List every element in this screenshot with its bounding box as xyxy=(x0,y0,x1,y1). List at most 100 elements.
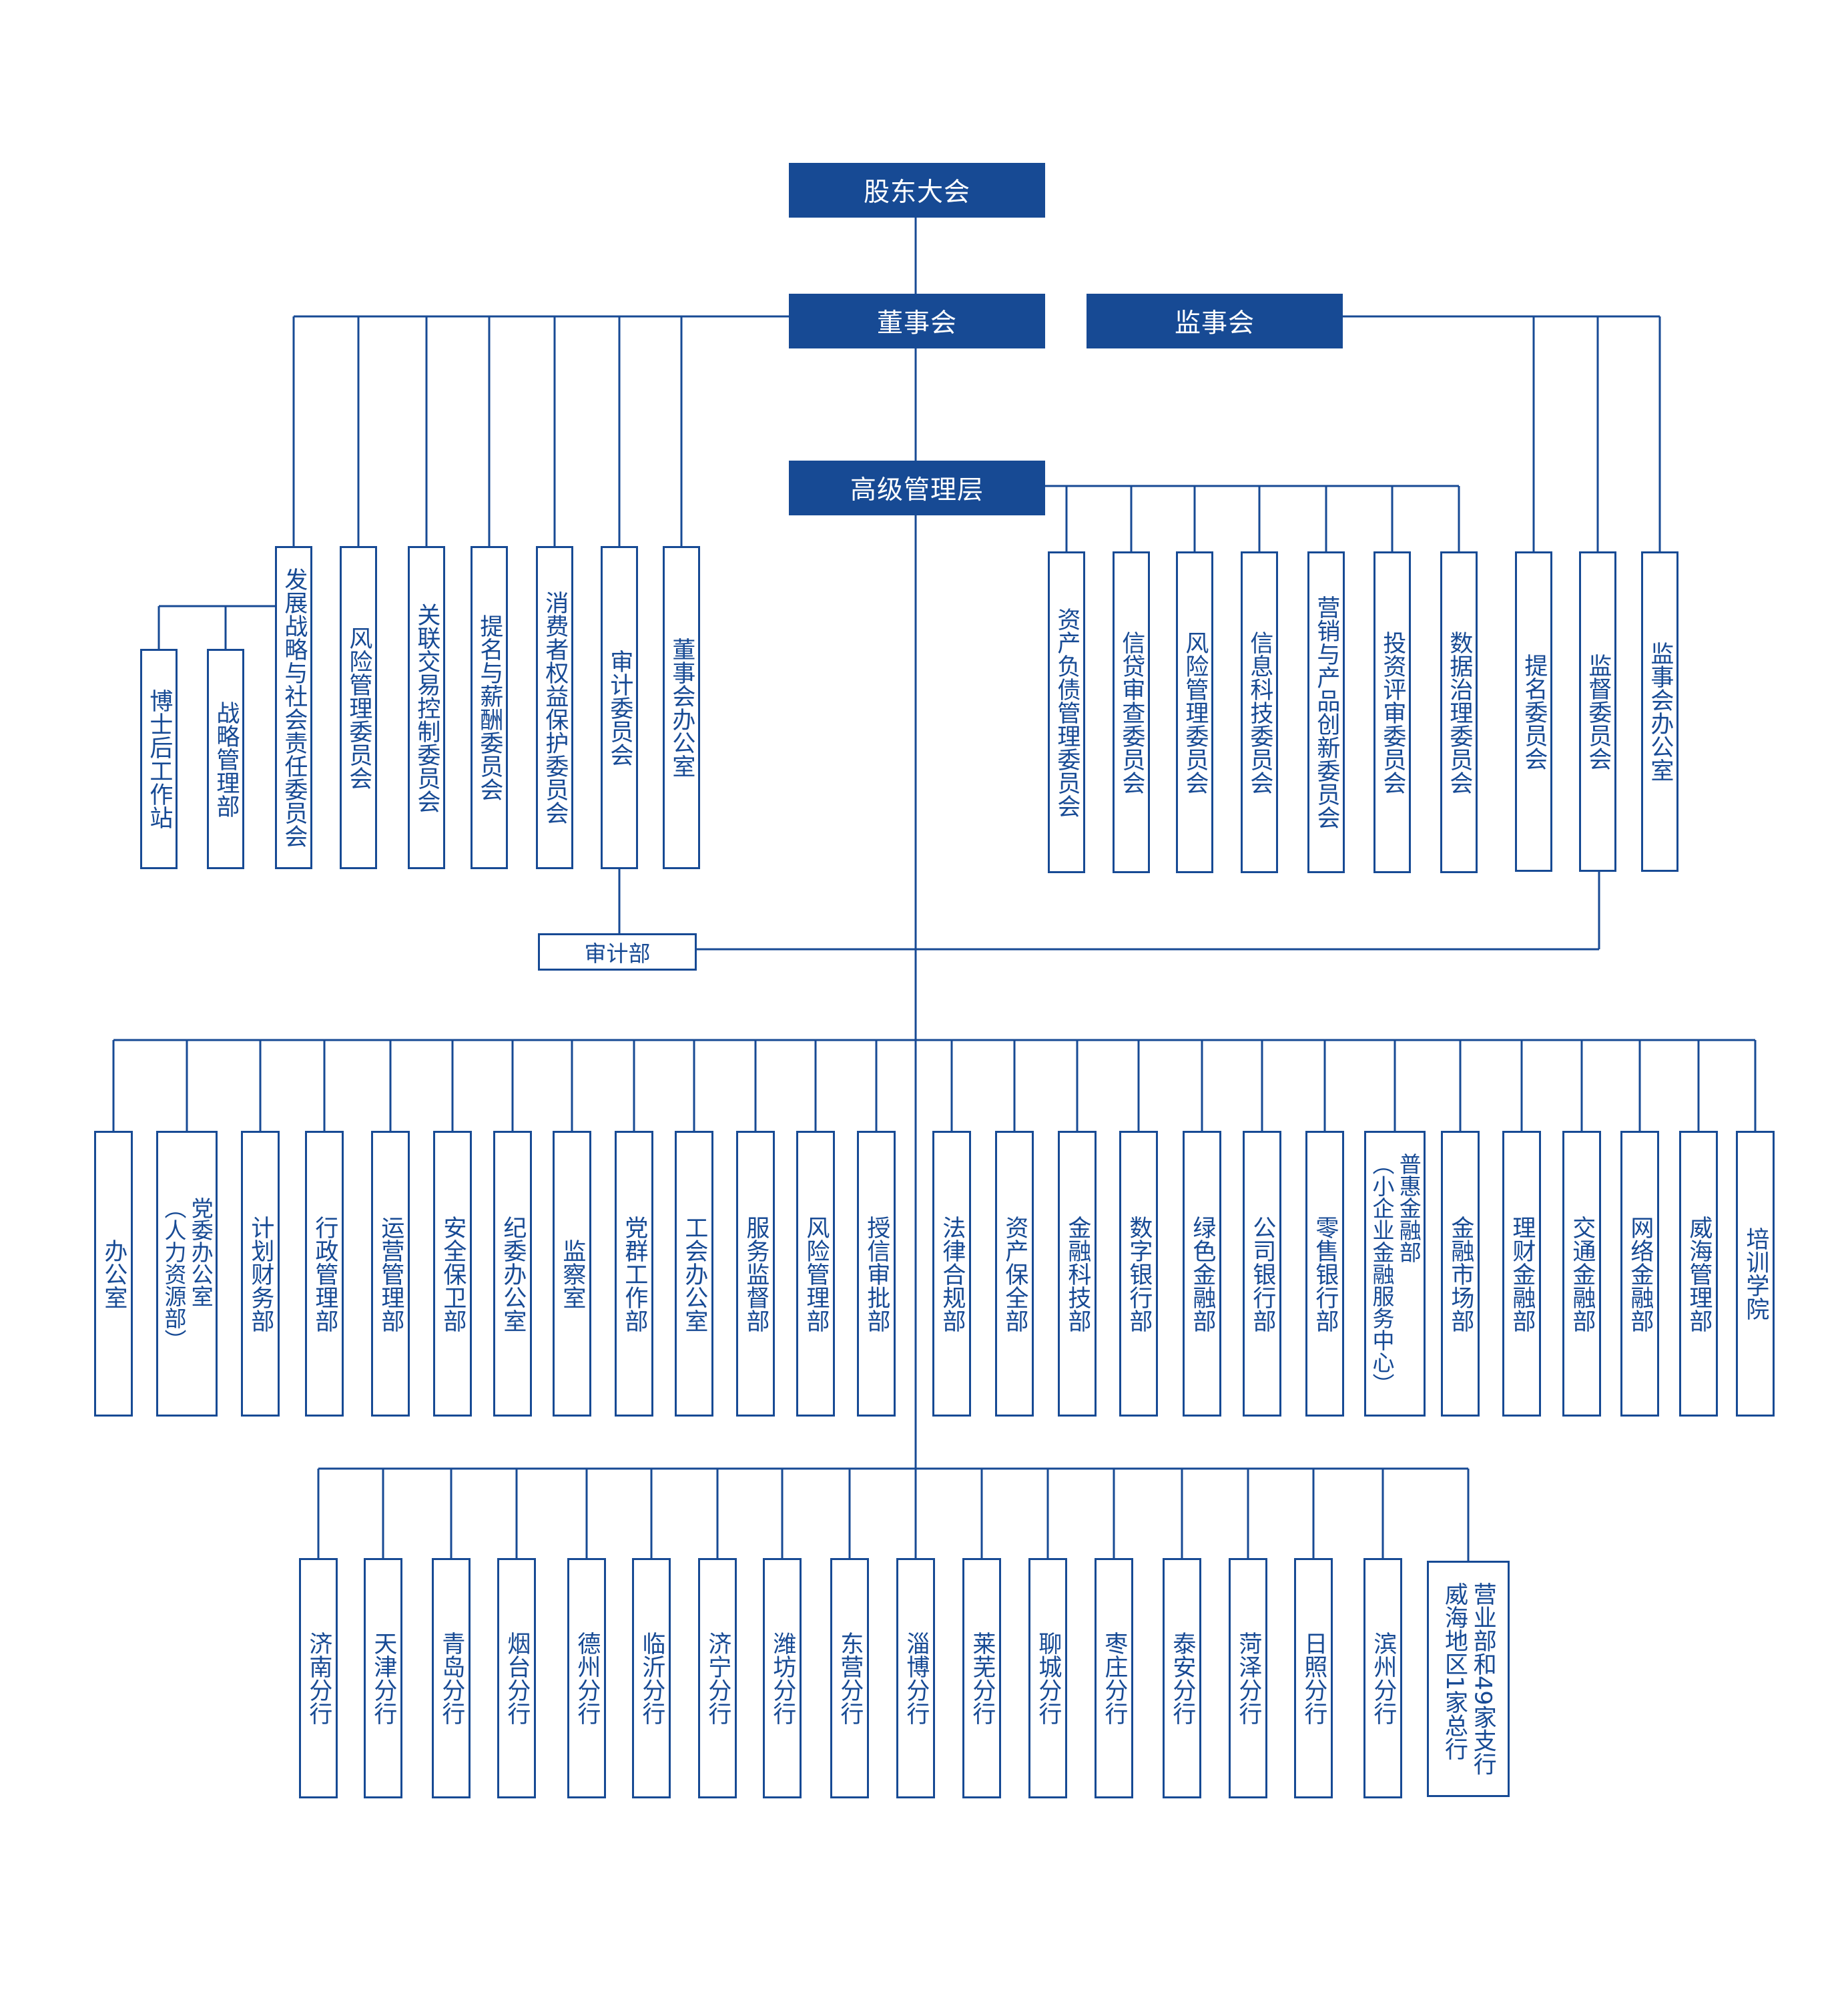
branch-label: 东营分行 xyxy=(836,1631,864,1725)
department-label: 法律合规部 xyxy=(938,1215,966,1332)
branch: 莱芜分行 xyxy=(962,1558,1001,1798)
department-label: 运营管理部 xyxy=(377,1215,404,1332)
department-label: 纪委办公室 xyxy=(499,1215,527,1332)
department: 工会办公室 xyxy=(675,1131,713,1417)
department: 行政管理部 xyxy=(305,1131,344,1417)
supervisory-committee-label: 监督委员会 xyxy=(1584,653,1612,770)
branch-label: 滨州分行 xyxy=(1369,1631,1397,1725)
branch-label: 临沂分行 xyxy=(638,1631,665,1725)
department-label: 威海管理部 xyxy=(1685,1215,1713,1332)
board-committee-label: 董事会办公室 xyxy=(668,638,695,778)
board-of-directors-label: 董事会 xyxy=(876,308,957,338)
department-label: 安全保卫部 xyxy=(439,1215,467,1332)
shareholders-meeting-box: 股东大会 xyxy=(789,163,1045,218)
branch-label: 天津分行 xyxy=(370,1631,397,1725)
department: 绿色金融部 xyxy=(1183,1131,1221,1417)
strategy-subunit-label: 战略管理部 xyxy=(212,700,240,818)
department-label: 普惠金融部 （小企业金融服务中心） xyxy=(1369,1152,1422,1395)
department: 风险管理部 xyxy=(796,1131,835,1417)
board-committee: 提名与薪酬委员会 xyxy=(471,546,508,869)
management-committee-label: 投资评审委员会 xyxy=(1379,630,1406,794)
branch-label: 潍坊分行 xyxy=(769,1631,796,1725)
branch: 天津分行 xyxy=(364,1558,402,1798)
department-label: 金融科技部 xyxy=(1064,1215,1091,1332)
branch-label: 菏泽分行 xyxy=(1235,1631,1262,1725)
branch-label: 日照分行 xyxy=(1300,1631,1327,1725)
department-label: 资产保全部 xyxy=(1001,1215,1028,1332)
branch-label: 营业部和49家支行 威海地区1家总行 xyxy=(1441,1582,1496,1776)
branch-label: 济南分行 xyxy=(305,1631,332,1725)
audit-department-label: 审计部 xyxy=(584,941,651,967)
branch: 菏泽分行 xyxy=(1229,1558,1267,1798)
department-label: 工会办公室 xyxy=(681,1215,708,1332)
management-committee: 信息科技委员会 xyxy=(1241,551,1278,873)
department: 威海管理部 xyxy=(1679,1131,1718,1417)
department-label: 理财金融部 xyxy=(1508,1215,1536,1332)
branch-label: 济宁分行 xyxy=(704,1631,731,1725)
strategy-subunit: 战略管理部 xyxy=(207,649,244,869)
management-committee-label: 营销与产品创新委员会 xyxy=(1313,595,1340,829)
board-committee-label: 风险管理委员会 xyxy=(345,625,372,790)
management-committee-label: 信息科技委员会 xyxy=(1246,630,1273,794)
branch-label: 莱芜分行 xyxy=(968,1631,996,1725)
board-committee: 风险管理委员会 xyxy=(340,546,377,869)
branch: 泰安分行 xyxy=(1163,1558,1201,1798)
branch: 东营分行 xyxy=(830,1558,869,1798)
board-committee: 发展战略与社会责任委员会 xyxy=(275,546,312,869)
department: 零售银行部 xyxy=(1305,1131,1344,1417)
branch: 青岛分行 xyxy=(432,1558,471,1798)
board-committee: 董事会办公室 xyxy=(663,546,700,869)
supervisory-committee-label: 监事会办公室 xyxy=(1646,642,1674,782)
department: 金融市场部 xyxy=(1441,1131,1480,1417)
department-label: 交通金融部 xyxy=(1568,1215,1596,1332)
board-committee: 消费者权益保护委员会 xyxy=(536,546,573,869)
management-committee-label: 信贷审查委员会 xyxy=(1118,630,1145,794)
branch: 潍坊分行 xyxy=(763,1558,802,1798)
board-committee-label: 提名与薪酬委员会 xyxy=(476,614,503,801)
branch: 营业部和49家支行 威海地区1家总行 xyxy=(1427,1561,1510,1797)
department: 党群工作部 xyxy=(615,1131,653,1417)
management-committee-label: 数据治理委员会 xyxy=(1446,630,1473,794)
board-committee-label: 关联交易控制委员会 xyxy=(413,602,440,813)
branch-label: 泰安分行 xyxy=(1169,1631,1196,1725)
department-label: 授信审批部 xyxy=(863,1215,890,1332)
strategy-subunit: 博士后工作站 xyxy=(140,649,178,869)
management-committee: 信贷审查委员会 xyxy=(1113,551,1150,873)
department: 纪委办公室 xyxy=(493,1131,532,1417)
department-label: 数字银行部 xyxy=(1125,1215,1153,1332)
department-label: 办公室 xyxy=(100,1238,127,1309)
branch: 枣庄分行 xyxy=(1095,1558,1133,1798)
department-label: 行政管理部 xyxy=(311,1215,338,1332)
management-committee: 营销与产品创新委员会 xyxy=(1307,551,1345,873)
department: 资产保全部 xyxy=(995,1131,1034,1417)
supervisory-committee-label: 提名委员会 xyxy=(1520,653,1548,770)
board-committee: 审计委员会 xyxy=(601,546,638,869)
department: 金融科技部 xyxy=(1058,1131,1097,1417)
branch: 淄博分行 xyxy=(896,1558,935,1798)
department: 普惠金融部 （小企业金融服务中心） xyxy=(1364,1131,1426,1417)
management-committee: 数据治理委员会 xyxy=(1440,551,1478,873)
branch: 滨州分行 xyxy=(1363,1558,1402,1798)
department: 党委办公室 （人力资源部） xyxy=(156,1131,218,1417)
board-committee-label: 审计委员会 xyxy=(606,649,633,766)
branch: 济宁分行 xyxy=(698,1558,737,1798)
branch: 聊城分行 xyxy=(1028,1558,1067,1798)
board-committee-label: 发展战略与社会责任委员会 xyxy=(280,567,308,848)
branch: 日照分行 xyxy=(1294,1558,1333,1798)
department-label: 计划财务部 xyxy=(247,1215,274,1332)
supervisory-committee: 提名委员会 xyxy=(1515,551,1552,872)
department: 数字银行部 xyxy=(1119,1131,1158,1417)
department: 理财金融部 xyxy=(1502,1131,1541,1417)
branch: 济南分行 xyxy=(299,1558,338,1798)
board-committee-label: 消费者权益保护委员会 xyxy=(541,591,569,824)
department: 培训学院 xyxy=(1736,1131,1775,1417)
department-label: 监察室 xyxy=(559,1238,586,1309)
board-of-supervisors-box: 监事会 xyxy=(1087,294,1343,348)
department-label: 网络金融部 xyxy=(1626,1215,1654,1332)
management-committee: 风险管理委员会 xyxy=(1176,551,1213,873)
department-label: 党群工作部 xyxy=(621,1215,648,1332)
branch-label: 淄博分行 xyxy=(902,1631,930,1725)
board-of-directors-box: 董事会 xyxy=(789,294,1045,348)
management-committee-label: 资产负债管理委员会 xyxy=(1053,607,1081,818)
